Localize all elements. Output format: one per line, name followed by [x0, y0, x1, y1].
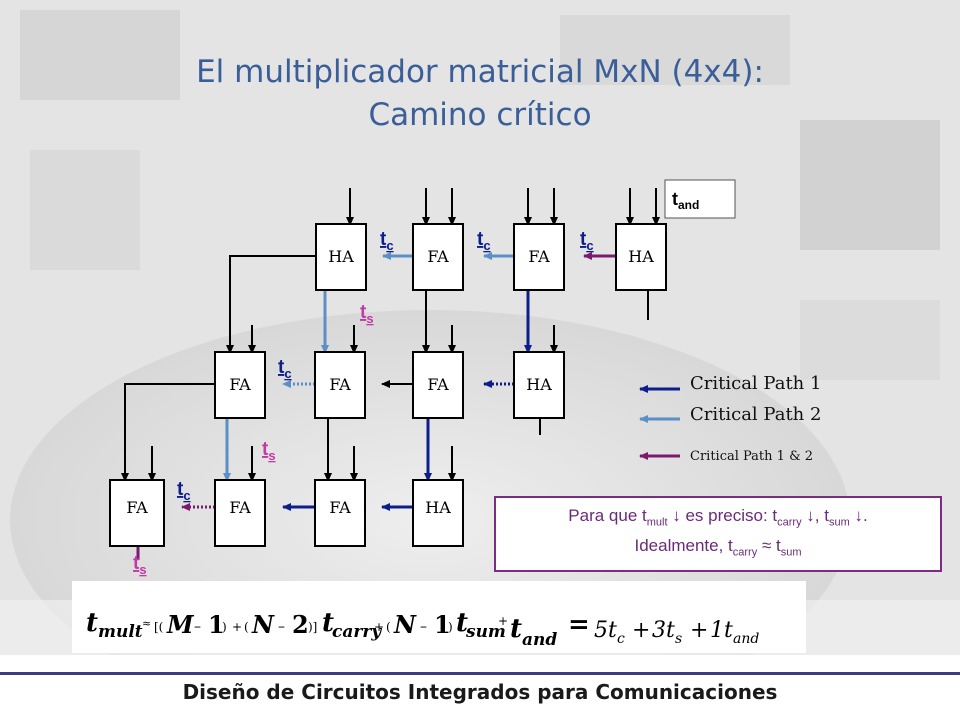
- svg-text:+: +: [232, 620, 242, 634]
- svg-text:tand: tand: [672, 189, 699, 212]
- row-1-cells: FA FA FA HA: [214, 351, 565, 419]
- svg-text:)]: )]: [308, 620, 317, 634]
- svg-text:+: +: [632, 618, 650, 643]
- cell-r0-c0: HA: [328, 247, 354, 266]
- footer-divider: [0, 672, 960, 675]
- svg-text:tc: tc: [580, 229, 594, 253]
- slide-subtitle: Camino crítico: [368, 97, 592, 133]
- tc-labels: tc tc tc tc tc: [177, 229, 594, 503]
- svg-text:t: t: [510, 614, 522, 644]
- svg-text:5: 5: [594, 618, 608, 643]
- svg-text:c: c: [617, 631, 625, 647]
- svg-text:1: 1: [710, 618, 724, 643]
- svg-text:t: t: [608, 618, 617, 643]
- svg-text:): ): [222, 620, 227, 634]
- svg-text:–: –: [420, 619, 427, 635]
- critical-path-1-arrows: [282, 290, 532, 511]
- svg-text:tc: tc: [177, 479, 191, 503]
- svg-text:+: +: [690, 618, 708, 643]
- t-and-label: tand: [664, 179, 736, 219]
- svg-text:+: +: [374, 620, 384, 634]
- svg-text:): ): [448, 620, 453, 634]
- svg-text:ts: ts: [360, 302, 374, 326]
- svg-text:tc: tc: [380, 229, 394, 253]
- svg-text:t: t: [456, 608, 468, 638]
- cell-r1-c2: FA: [427, 375, 449, 394]
- legend: Critical Path 1 Critical Path 2 Critical…: [639, 373, 821, 464]
- svg-text:[(: [(: [154, 620, 163, 634]
- svg-text:sum: sum: [465, 622, 506, 642]
- svg-text:ts: ts: [262, 439, 276, 463]
- svg-text:N: N: [251, 610, 275, 639]
- slide-title: El multiplicador matricial MxN (4x4):: [196, 54, 764, 90]
- cell-r0-c3: HA: [628, 247, 654, 266]
- cell-r1-c0: FA: [229, 375, 251, 394]
- ts-labels: ts ts ts: [133, 302, 374, 577]
- svg-text:1: 1: [208, 610, 225, 639]
- svg-text:t: t: [724, 618, 733, 643]
- carry-sum-connections: [121, 255, 649, 482]
- svg-text:2: 2: [292, 610, 309, 639]
- svg-text:mult: mult: [98, 622, 143, 642]
- legend-item-path-1-2: Critical Path 1 & 2: [690, 449, 813, 464]
- svg-text:carry: carry: [332, 622, 382, 642]
- svg-text:1: 1: [434, 610, 451, 639]
- cell-r0-c1: FA: [427, 247, 449, 266]
- legend-item-path-2: Critical Path 2: [690, 404, 821, 425]
- row-2-cells: FA FA FA HA: [109, 479, 464, 547]
- input-arrows: [148, 188, 660, 482]
- cell-r0-c2: FA: [528, 247, 550, 266]
- footer-text: Diseño de Circuitos Integrados para Comu…: [182, 680, 778, 704]
- svg-text:t: t: [322, 608, 334, 638]
- svg-text:ts: ts: [133, 553, 147, 577]
- svg-text:and: and: [733, 631, 759, 647]
- cell-r2-c0: FA: [126, 498, 148, 517]
- cell-r2-c1: FA: [229, 498, 251, 517]
- row-0-cells: HA FA FA HA: [315, 223, 667, 291]
- svg-text:≈: ≈: [142, 617, 151, 630]
- svg-text:s: s: [675, 631, 682, 647]
- cell-r1-c1: FA: [329, 375, 351, 394]
- svg-text:and: and: [522, 630, 557, 650]
- note-line-2: Idealmente, tcarry ≈ tsum: [634, 536, 802, 559]
- svg-text:t: t: [666, 618, 675, 643]
- note-box: Para que tmult ↓ es preciso: tcarry ↓, t…: [494, 496, 942, 572]
- svg-text:N: N: [393, 610, 417, 639]
- legend-item-path-1: Critical Path 1: [690, 373, 821, 394]
- note-line-1: Para que tmult ↓ es preciso: tcarry ↓, t…: [568, 506, 868, 529]
- svg-text:+: +: [498, 614, 508, 628]
- critical-path-formula: t mult ≈ [( M – 1 ) + ( N – 2 )] t carry…: [72, 581, 806, 653]
- svg-text:–: –: [194, 619, 201, 635]
- svg-text:–: –: [278, 619, 285, 635]
- svg-text:tc: tc: [477, 229, 491, 253]
- cell-r2-c2: FA: [329, 498, 351, 517]
- svg-text:3: 3: [652, 618, 666, 643]
- cell-r2-c3: HA: [425, 498, 451, 517]
- critical-path-2-arrows: [223, 252, 514, 482]
- svg-text:M: M: [166, 610, 195, 639]
- svg-text:tc: tc: [278, 357, 292, 381]
- svg-text:(: (: [386, 620, 391, 634]
- svg-text:=: =: [568, 610, 590, 640]
- svg-text:(: (: [244, 620, 249, 634]
- svg-text:t: t: [86, 608, 98, 638]
- cell-r1-c3: HA: [526, 375, 552, 394]
